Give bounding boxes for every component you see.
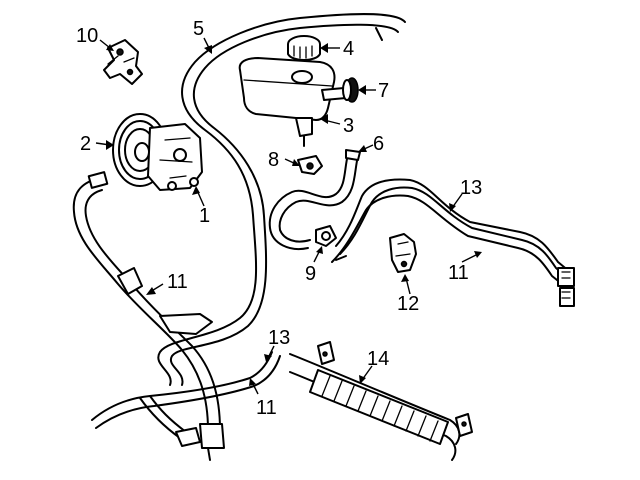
callout-9: 9 <box>305 263 316 285</box>
callout-7: 7 <box>378 80 389 102</box>
callout-4: 4 <box>343 38 354 60</box>
return-hose <box>157 13 406 386</box>
hose-fitting <box>315 225 337 247</box>
fluid-reservoir <box>238 57 347 147</box>
callout-1: 1 <box>199 205 210 227</box>
callout-12: 12 <box>397 293 419 315</box>
callout-3: 3 <box>343 115 354 137</box>
suction-hose <box>268 149 361 250</box>
callout-10: 10 <box>76 25 98 47</box>
callout-11-bottom: 11 <box>256 397 277 419</box>
leader-lines <box>95 37 482 395</box>
callout-2: 2 <box>80 133 91 155</box>
line-bracket <box>389 233 417 273</box>
reservoir-cap <box>287 35 321 61</box>
small-cap <box>342 77 359 103</box>
power-steering-pump <box>112 113 203 191</box>
callout-14: 14 <box>367 348 389 370</box>
callout-6: 6 <box>373 133 384 155</box>
callout-13-right: 13 <box>460 177 482 199</box>
fluid-cooler <box>289 341 473 461</box>
callout-5: 5 <box>193 18 204 40</box>
lower-lines <box>91 351 281 447</box>
callout-8: 8 <box>268 149 279 171</box>
callout-11-right: 11 <box>448 262 469 284</box>
callout-11-left: 11 <box>167 271 188 293</box>
pressure-hose-left <box>72 171 225 461</box>
hose-clamp <box>297 155 323 175</box>
callout-13-bottom: 13 <box>268 327 290 349</box>
pump-bracket <box>103 39 143 85</box>
steering-lines-right <box>331 178 575 307</box>
